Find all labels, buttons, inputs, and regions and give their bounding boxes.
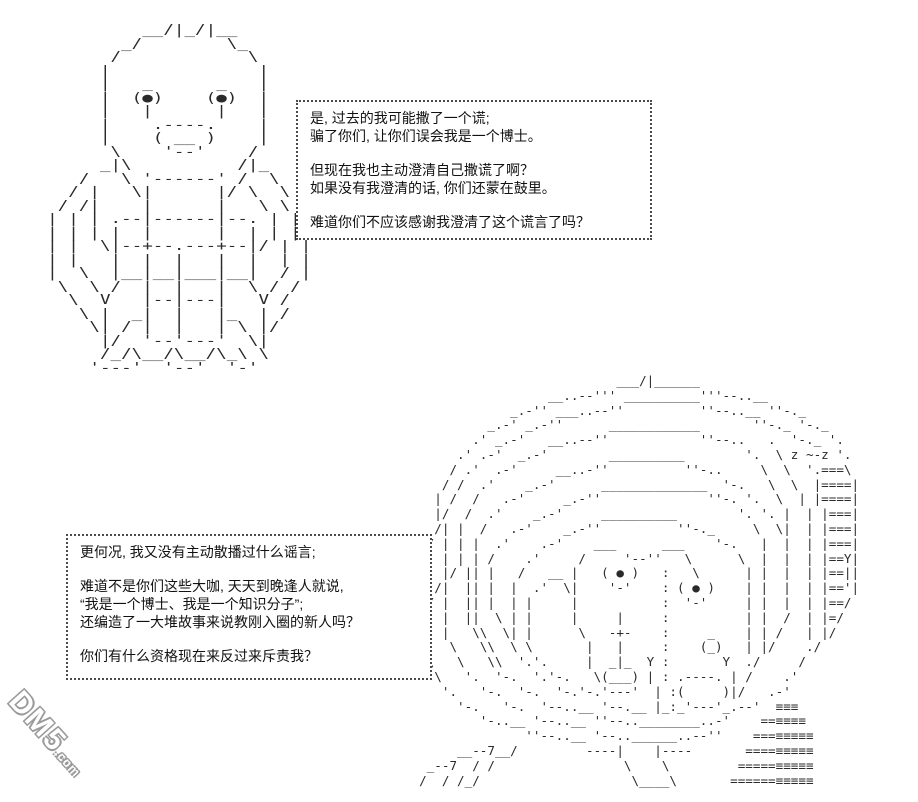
dialogue-line: “我是一个博士、我是一个知识分子”; (80, 596, 304, 612)
ascii-art-character-top: __/|_/|__ _/ \_ / \ | | | _ _ | | (●) (●… (47, 23, 312, 376)
dialogue-line: 骗了你们, 让你们误会我是一个博士。 (310, 128, 542, 144)
dialogue-line: 更何况, 我又没有主动散播过什么谣言; (80, 544, 316, 560)
speech-bubble-top: 是, 过去的我可能撒了一个谎; 骗了你们, 让你们误会我是一个博士。 但现在我也… (296, 100, 652, 240)
dialogue-line: 如果没有我澄清的话, 你们还蒙在鼓里。 (310, 180, 556, 196)
speech-bubble-bottom: 更何况, 我又没有主动散播过什么谣言; 难道不是你们这些大咖, 天天到晚逢人就说… (66, 534, 432, 680)
dialogue-line: 难道你们不应该感谢我澄清了这个谎言了吗？ (310, 214, 590, 230)
paragraph-spacer (80, 631, 418, 647)
paragraph-spacer (310, 197, 638, 213)
watermark-suffix-text: .com (51, 746, 84, 780)
dialogue-line: 是, 过去的我可能撒了一个谎; (310, 110, 490, 126)
dialogue-line: 你们有什么资格现在来反过来斥责我？ (80, 648, 318, 664)
dialogue-line: 还编造了一大堆故事来说教刚入圈的新人吗？ (80, 614, 360, 630)
paragraph-spacer (80, 561, 418, 577)
ascii-art-character-bottom: ___/|______ __..--''' __________'''--.._… (419, 374, 860, 788)
dm5-watermark: DM5.com (2, 685, 95, 783)
dialogue-line: 但现在我也主动澄清自己撒谎了啊？ (310, 162, 534, 178)
paragraph-spacer (310, 145, 638, 161)
dialogue-line: 难道不是你们这些大咖, 天天到晚逢人就说, (80, 578, 344, 594)
